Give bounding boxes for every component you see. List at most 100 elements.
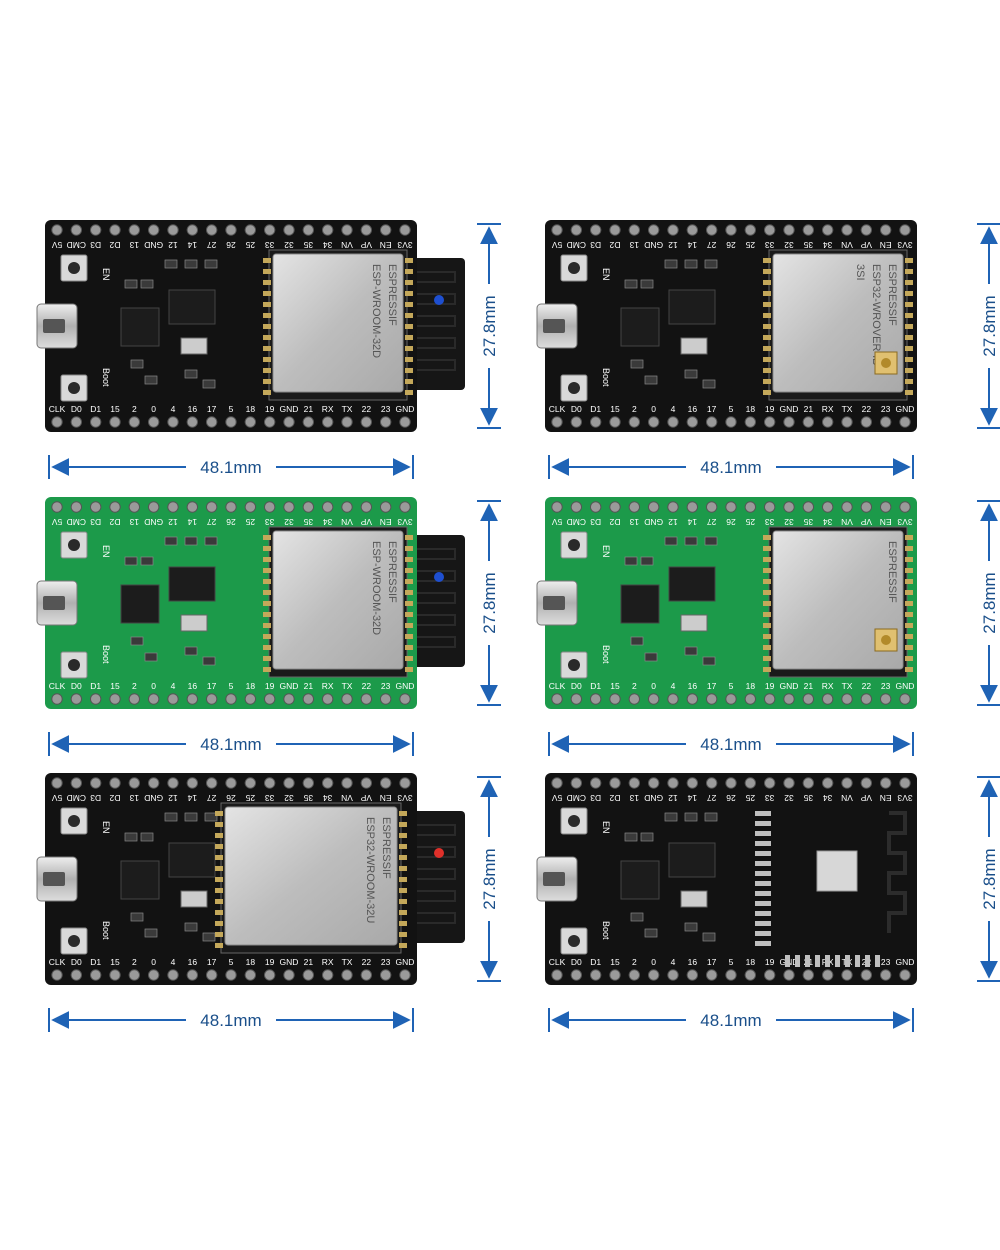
module-castellation	[399, 822, 407, 827]
header-pin-top	[841, 777, 853, 789]
header-pin-bottom	[205, 416, 218, 428]
top-pin-label: GND	[144, 517, 163, 527]
header-pin-bottom	[686, 693, 699, 705]
header-pin-bottom	[763, 969, 776, 981]
bottom-pin-label: 17	[707, 957, 717, 967]
module-castellation	[905, 579, 913, 584]
header-pin-bottom	[283, 416, 295, 428]
bottom-pin-label: 0	[651, 404, 656, 414]
bottom-pin-label: 23	[881, 957, 891, 967]
module-label: ESPRESSIF	[886, 264, 898, 326]
header-pin-top	[705, 777, 718, 789]
top-pin-label: VN	[841, 517, 853, 527]
bottom-pin-label: D1	[590, 681, 601, 691]
top-pin-label: 12	[168, 240, 178, 250]
module-castellation	[405, 557, 413, 562]
button-cap	[568, 935, 580, 947]
header-pin-top	[70, 501, 83, 513]
header-pin-top	[686, 224, 699, 236]
top-pin-label: 25	[245, 240, 255, 250]
top-pin-label: 5V	[551, 240, 562, 250]
smd-component	[702, 932, 716, 942]
header-pin-bottom	[167, 969, 179, 981]
top-pin-label: 34	[823, 240, 833, 250]
bottom-pin-label: D0	[571, 404, 582, 414]
module-castellation	[405, 291, 413, 296]
header-pin-bottom	[399, 416, 411, 428]
bottom-pin-label: 15	[110, 681, 120, 691]
module-castellation	[263, 302, 271, 307]
module-castellation	[763, 258, 771, 263]
module-castellation	[263, 656, 271, 661]
module-castellation	[405, 579, 413, 584]
usb-opening	[543, 872, 565, 886]
header-pin-bottom	[244, 693, 257, 705]
header-pin-top	[283, 777, 295, 789]
module-castellation	[399, 899, 407, 904]
diode	[680, 890, 708, 908]
top-pin-label: 33	[765, 240, 775, 250]
header-pin-top	[609, 224, 621, 236]
header-pin-bottom	[628, 969, 641, 981]
smd-component	[644, 928, 658, 938]
smd-component	[204, 259, 218, 269]
top-pin-label: 34	[323, 517, 333, 527]
top-pin-label: 32	[784, 240, 794, 250]
top-pin-label: D2	[109, 793, 120, 803]
module-castellation	[905, 557, 913, 562]
top-pin-label: CMD	[67, 793, 86, 803]
module-castellation	[399, 910, 407, 915]
module-castellation	[399, 877, 407, 882]
module-pad	[835, 955, 840, 967]
module-castellation	[405, 335, 413, 340]
header-pin-top	[860, 224, 873, 236]
top-pin-label: 32	[784, 517, 794, 527]
header-pin-bottom	[821, 693, 834, 705]
header-pin-top	[302, 224, 315, 236]
board-3: 3V3ENVPVN343532332526271412GND13D2D3CMD5…	[36, 497, 465, 709]
bottom-pin-label: 0	[651, 681, 656, 691]
top-pin-label: GND	[644, 240, 663, 250]
module-castellation	[405, 634, 413, 639]
top-pin-label: CMD	[567, 793, 586, 803]
header-pin-bottom	[744, 969, 757, 981]
bottom-pin-label: GND	[280, 681, 299, 691]
bottom-pin-label: 16	[688, 404, 698, 414]
top-pin-label: 26	[726, 517, 736, 527]
module-castellation	[263, 568, 271, 573]
bottom-pin-label: 23	[881, 404, 891, 414]
module-castellation	[905, 346, 913, 351]
module-castellation	[215, 899, 223, 904]
bottom-pin-label: GND	[280, 404, 299, 414]
bottom-pin-label: 16	[188, 404, 198, 414]
smd-component	[184, 922, 198, 932]
module-castellation	[263, 335, 271, 340]
module-castellation	[405, 623, 413, 628]
header-pin-bottom	[667, 693, 679, 705]
smd-component	[140, 279, 154, 289]
header-pin-bottom	[51, 693, 63, 705]
bottom-pin-label: 2	[132, 957, 137, 967]
smd-component	[684, 922, 698, 932]
module-castellation	[215, 943, 223, 948]
module-castellation	[215, 855, 223, 860]
module-castellation	[263, 557, 271, 562]
top-pin-label: 34	[323, 240, 333, 250]
header-pin-bottom	[360, 969, 373, 981]
button-cap	[68, 382, 80, 394]
module-castellation	[763, 269, 771, 274]
smd-component	[704, 536, 718, 546]
button-cap	[568, 539, 580, 551]
module-castellation	[263, 601, 271, 606]
bottom-pin-label: 15	[610, 681, 620, 691]
header-pin-top	[860, 501, 873, 513]
top-pin-label: CMD	[567, 517, 586, 527]
bottom-pin-label: 22	[362, 957, 372, 967]
header-pin-top	[686, 501, 699, 513]
module-castellation	[905, 590, 913, 595]
top-pin-label: 35	[803, 240, 813, 250]
bottom-pin-label: 23	[381, 404, 391, 414]
header-pin-top	[379, 224, 392, 236]
module-castellation	[405, 590, 413, 595]
